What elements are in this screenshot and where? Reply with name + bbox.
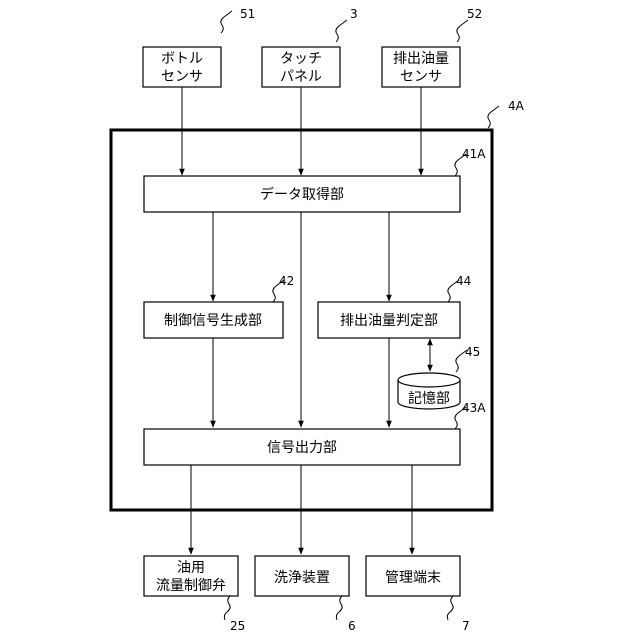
oil-flow-valve-ref-leader xyxy=(224,596,230,620)
discharge-sensor-label-2: センサ xyxy=(400,69,442,85)
discharge-sensor-block: 排出油量 センサ 52 xyxy=(382,7,482,87)
discharge-sensor-ref-leader xyxy=(457,20,468,42)
control-signal-gen-ref: 42 xyxy=(279,274,294,288)
washer-block: 洗浄装置 6 xyxy=(255,556,356,633)
touch-panel-ref: 3 xyxy=(350,7,358,21)
oil-flow-valve-ref: 25 xyxy=(230,619,245,633)
discharge-judge-label: 排出油量判定部 xyxy=(340,313,438,329)
storage-ref: 45 xyxy=(465,345,480,359)
oil-flow-valve-block: 油用 流量制御弁 25 xyxy=(144,556,245,633)
signal-output-ref: 43A xyxy=(462,401,486,415)
data-acquisition-label: データ取得部 xyxy=(260,186,344,203)
discharge-sensor-label-1: 排出油量 xyxy=(393,51,449,67)
control-signal-gen-block: 制御信号生成部 42 xyxy=(144,274,294,338)
data-acquisition-block: データ取得部 41A xyxy=(144,147,486,212)
discharge-judge-ref: 44 xyxy=(456,274,471,288)
discharge-sensor-ref: 52 xyxy=(467,7,482,21)
storage-block: 記憶部 45 xyxy=(398,345,480,409)
bottle-sensor-block: ボトル センサ 51 xyxy=(143,7,255,87)
oil-flow-valve-label-2: 流量制御弁 xyxy=(156,578,226,594)
bottle-sensor-ref-leader xyxy=(221,11,232,33)
bottle-sensor-label-1: ボトル xyxy=(161,51,203,67)
discharge-judge-block: 排出油量判定部 44 xyxy=(318,274,471,338)
mgmt-terminal-label: 管理端末 xyxy=(385,570,441,586)
signal-output-label: 信号出力部 xyxy=(267,440,337,456)
mgmt-terminal-ref: 7 xyxy=(462,619,470,633)
oil-flow-valve-label-1: 油用 xyxy=(177,560,205,576)
touch-panel-label-1: タッチ xyxy=(280,51,322,67)
bottle-sensor-label-2: センサ xyxy=(161,69,203,85)
washer-ref: 6 xyxy=(348,619,356,633)
controller-ref-leader xyxy=(488,106,499,128)
touch-panel-ref-leader xyxy=(336,20,347,42)
bottle-sensor-ref: 51 xyxy=(240,7,255,21)
storage-label: 記憶部 xyxy=(408,390,450,407)
controller-ref: 4A xyxy=(508,99,525,113)
data-acquisition-ref: 41A xyxy=(462,147,486,161)
touch-panel-label-2: パネル xyxy=(280,69,322,85)
washer-label: 洗浄装置 xyxy=(274,570,330,586)
mgmt-terminal-ref-leader xyxy=(447,596,453,620)
signal-output-block: 信号出力部 43A xyxy=(144,401,486,465)
mgmt-terminal-block: 管理端末 7 xyxy=(366,556,470,633)
touch-panel-block: タッチ パネル 3 xyxy=(262,7,358,87)
control-signal-gen-label: 制御信号生成部 xyxy=(164,313,262,329)
washer-ref-leader xyxy=(336,596,342,620)
